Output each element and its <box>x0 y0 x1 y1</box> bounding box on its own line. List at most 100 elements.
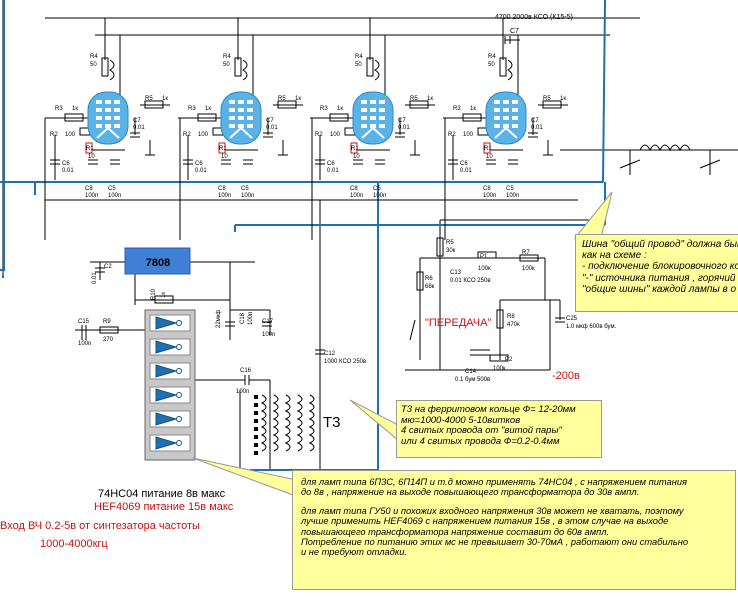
input-note-line2: 1000-4000кгц <box>40 538 108 550</box>
inverter-gate <box>155 436 178 450</box>
r2-label: R2 <box>50 132 58 138</box>
r3-value: 1к <box>337 106 343 112</box>
c14-value: 0.1 бум 500в <box>455 377 490 383</box>
c6-label: C6 <box>62 161 70 167</box>
tube-grid <box>105 108 111 112</box>
r10-value: 1к <box>161 292 167 298</box>
tube-grid <box>494 100 500 104</box>
resistor-r5 <box>277 100 297 109</box>
tube-grid <box>247 100 253 104</box>
c7-top-label: C7 <box>510 28 519 35</box>
transformer-winding <box>272 394 279 452</box>
tube-grid <box>503 100 509 104</box>
r6-value: 68к <box>425 284 435 290</box>
transformer-core-mark <box>254 427 258 431</box>
callout-t3-line: Т3 на ферритовом кольце Ф= 12-20мм <box>401 404 576 415</box>
tube-grid <box>379 116 385 120</box>
r2-value: 100 <box>330 132 341 138</box>
transformer-core-mark <box>254 411 258 415</box>
resistor-r1 <box>350 142 358 154</box>
r3-value: 1к <box>72 106 78 112</box>
tube-grid <box>494 108 500 112</box>
callout-main-line: и не требуют отладки. <box>301 547 408 558</box>
c17-label: C17 <box>262 319 274 325</box>
c2-value: 0.01 <box>92 272 98 284</box>
p1-value: 100к <box>478 266 491 272</box>
r5-label: R5 <box>410 96 418 102</box>
r2-label: R2 <box>448 132 456 138</box>
c5-value: 100n <box>506 193 519 199</box>
c5-label: C5 <box>373 186 381 192</box>
c7-value: 0.01 <box>133 125 145 131</box>
peredacha-label: "ПЕРЕДАЧА" <box>425 317 491 329</box>
r7-value: 100к <box>522 266 535 272</box>
inverter-bubble <box>176 344 182 350</box>
inverter-gate <box>155 412 178 426</box>
p1-label: P1 <box>480 254 488 260</box>
transformer-core-mark <box>254 403 258 407</box>
c7-label: C7 <box>266 118 274 124</box>
tube-grid <box>238 116 244 120</box>
tube-grid <box>361 124 367 128</box>
inverter-bubble <box>176 368 182 374</box>
r1-label: R1 <box>351 146 359 152</box>
r3-value: 1к <box>205 106 211 112</box>
tube-grid <box>361 100 367 104</box>
resistor-r4 <box>366 57 374 77</box>
inverter-gate <box>155 340 178 354</box>
c13-label: C13 <box>450 270 462 276</box>
c6-label: C6 <box>195 161 203 167</box>
tube-grid <box>105 124 111 128</box>
tube-grid <box>238 124 244 128</box>
c6-label: C6 <box>460 161 468 167</box>
r4-value: 50 <box>90 62 97 68</box>
tube-grid <box>494 116 500 120</box>
r10-label: R10 <box>151 288 157 300</box>
transformer-core-mark <box>254 443 258 447</box>
r4-value: 50 <box>355 62 362 68</box>
c8-label: C8 <box>483 186 491 192</box>
callout-bus-line: - подключение блокировочного ко <box>582 261 738 273</box>
callout-main-line: для ламп типа ГУ50 и похожих входного на… <box>301 505 684 516</box>
tube-grid <box>379 124 385 128</box>
resistor-r4 <box>234 57 242 77</box>
tube-grid <box>96 124 102 128</box>
inverter-bubble <box>176 416 182 422</box>
c19-value: 22мкф <box>216 310 222 328</box>
resistor-r1 <box>218 142 226 154</box>
transformer-winding <box>284 394 291 452</box>
transformer-core-mark <box>254 451 258 455</box>
resistor-r3 <box>329 113 349 122</box>
resistor-r4 <box>101 57 109 77</box>
tube-grid <box>229 108 235 112</box>
c8-value: 100n <box>483 193 496 199</box>
tube-cathode <box>361 126 385 139</box>
c7-value: 0.01 <box>266 125 278 131</box>
transformer-core-mark <box>254 419 258 423</box>
r5-value: 1к <box>560 96 566 102</box>
r4-label: R4 <box>223 54 231 60</box>
c7-label: C7 <box>531 118 539 124</box>
c6-label: C6 <box>327 161 335 167</box>
c7-label: C7 <box>133 118 141 124</box>
c12-value: 1000 КСО 250в <box>324 359 366 365</box>
tube-grid <box>370 116 376 120</box>
r9-value: 270 <box>103 337 114 343</box>
tube-grid <box>512 108 518 112</box>
r1-label: R1 <box>484 146 492 152</box>
tube-grid <box>105 100 111 104</box>
r3-label: R3 <box>55 106 63 112</box>
resistor-r3 <box>197 113 217 122</box>
c6-value: 0.01 <box>62 168 74 174</box>
r3-value: 1к <box>470 106 476 112</box>
r4-label: R4 <box>355 54 363 60</box>
c5-label: C5 <box>241 186 249 192</box>
tube-grid <box>379 108 385 112</box>
tube-grid <box>238 100 244 104</box>
resistor-r3 <box>64 113 84 122</box>
resistor-r5 <box>542 100 562 109</box>
